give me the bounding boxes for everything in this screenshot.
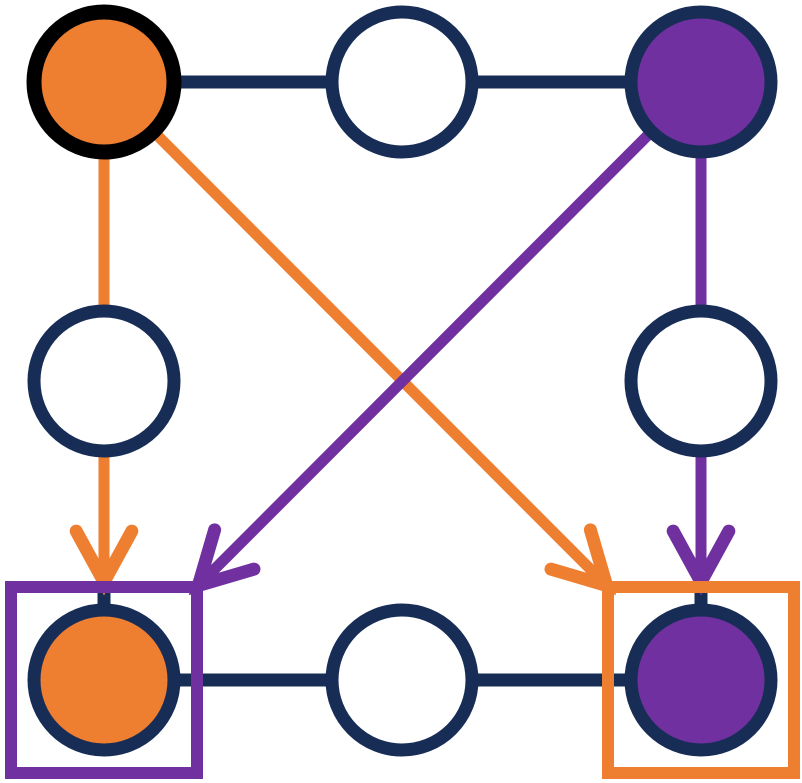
node-top-left (26, 4, 182, 160)
target-box-bottom-right (602, 581, 800, 779)
arrow-top-right-to-bottom-left (188, 126, 657, 596)
node-top-right (624, 5, 778, 159)
target-box-bottom-left (5, 581, 203, 779)
target-box-layer (5, 581, 800, 779)
node-middle-left (27, 304, 181, 458)
node-middle-right (624, 304, 778, 458)
node-layer (26, 4, 778, 757)
node-bottom-middle (325, 603, 479, 757)
node-bottom-right (624, 603, 778, 757)
node-top-middle (325, 5, 479, 159)
arrow-shaft (197, 126, 657, 587)
node-bottom-left (27, 603, 181, 757)
arrow-shaft (148, 126, 608, 587)
arrow-top-left-to-bottom-right (148, 126, 617, 596)
